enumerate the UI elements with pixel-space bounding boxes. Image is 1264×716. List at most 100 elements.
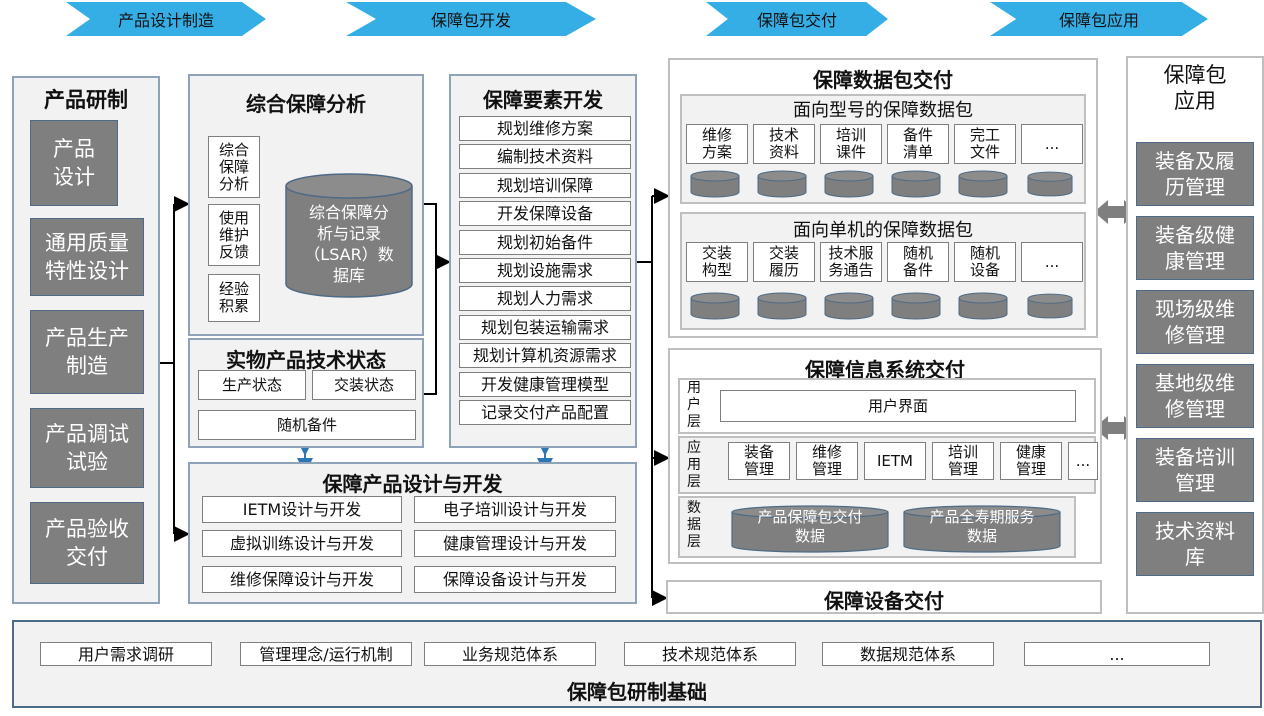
analysis-panel: 综合保障分析 综合 保障 分析 使用 维护 反馈 经验 积累 综合保障分 析与记…	[188, 74, 424, 336]
model-datapkg-title: 面向型号的保障数据包	[793, 100, 973, 121]
stage-chevron-develop: 保障包开发	[346, 2, 596, 36]
application-item: 基地级维 修管理	[1136, 364, 1254, 428]
data-db-label: 产品保障包交付 数据	[757, 508, 863, 545]
data-db-label: 产品全寿期服务 数据	[929, 508, 1035, 545]
element-item: 规划计算机资源需求	[459, 343, 631, 369]
application-item: 技术资料 库	[1136, 512, 1254, 576]
database-icon	[824, 292, 874, 320]
application-item: 装备及履 历管理	[1136, 142, 1254, 206]
equipment-title: 保障设备交付	[824, 589, 944, 613]
database-icon	[891, 170, 941, 198]
element-item: 编制技术资料	[459, 144, 631, 170]
element-item: 规划初始备件	[459, 229, 631, 255]
stage-chevron-design: 产品设计制造	[66, 2, 266, 36]
design-panel: 保障产品设计与开发 IETM设计与开发 电子培训设计与开发 虚拟训练设计与开发 …	[188, 462, 637, 604]
lsar-database-icon	[285, 173, 413, 298]
foundation-item: 管理理念/运行机制	[240, 642, 412, 666]
product-item: 通用质量 特性设计	[30, 218, 144, 296]
database-icon	[891, 292, 941, 320]
application-item: 现场级维 修管理	[1136, 290, 1254, 354]
database-icon	[1027, 171, 1073, 197]
design-item: 保障设备设计与开发	[414, 566, 616, 593]
element-item: 规划维修方案	[459, 116, 631, 141]
foundation-item: ...	[1024, 642, 1210, 666]
app-module: 健康 管理	[1000, 442, 1062, 480]
stage-chevron-apply: 保障包应用	[990, 2, 1208, 36]
app-module: 维修 管理	[796, 442, 858, 480]
design-item: 维修保障设计与开发	[202, 566, 402, 593]
datapkg-item: 备件 清单	[887, 124, 949, 164]
product-item: 产品 设计	[30, 120, 118, 206]
foundation-items: 用户需求调研管理理念/运行机制业务规范体系技术规范体系数据规范体系...	[40, 642, 1240, 668]
database-icon	[757, 170, 807, 198]
datapkg-item: 交装 履历	[753, 242, 815, 282]
unit-datapkg-title: 面向单机的保障数据包	[793, 220, 973, 241]
data-db-icon	[903, 505, 1061, 553]
status-item: 交装状态	[312, 370, 416, 400]
stage-label: 保障包开发	[430, 11, 511, 30]
datapkg-item: 交装 构型	[686, 242, 748, 282]
design-item: 虚拟训练设计与开发	[202, 530, 402, 557]
foundation-title: 保障包研制基础	[567, 680, 707, 704]
element-item: 开发健康管理模型	[459, 371, 631, 397]
foundation-item: 用户需求调研	[40, 642, 212, 666]
stage-label: 保障包应用	[1058, 11, 1139, 30]
analysis-input: 经验 积累	[208, 274, 260, 322]
datapkg-item: 培训 课件	[820, 124, 882, 164]
app-module: ...	[1068, 442, 1098, 480]
datapkg-title: 保障数据包交付	[813, 68, 953, 92]
analysis-title: 综合保障分析	[246, 92, 366, 116]
datapkg-item: 完工 文件	[954, 124, 1016, 164]
status-item: 生产状态	[198, 370, 306, 400]
analysis-input: 使用 维护 反馈	[208, 204, 260, 266]
design-item: 电子培训设计与开发	[414, 496, 616, 523]
status-item: 随机备件	[198, 410, 416, 440]
database-icon	[958, 170, 1008, 198]
element-item: 开发保障设备	[459, 201, 631, 227]
element-item: 规划人力需求	[459, 286, 631, 312]
user-layer-label: 用 户 层	[687, 380, 701, 430]
data-layer: 数 据 层 产品保障包交付 数据 产品全寿期服务 数据	[678, 496, 1076, 558]
application-panel: 保障包 应用 装备及履 历管理装备级健 康管理现场级维 修管理基地级维 修管理装…	[1126, 56, 1264, 614]
application-title: 保障包 应用	[1163, 63, 1227, 113]
element-item: 记录交付产品配置	[459, 400, 631, 425]
app-module: IETM	[864, 442, 926, 480]
product-title: 产品研制	[44, 88, 128, 112]
lsar-database-label: 综合保障分 析与记录 （LSAR）数 据库	[304, 203, 394, 285]
unit-datapkg: 面向单机的保障数据包 交装 构型交装 履历技术服 务通告随机 备件随机 设备..…	[680, 212, 1086, 330]
application-item: 装备级健 康管理	[1136, 216, 1254, 280]
elements-title: 保障要素开发	[483, 88, 603, 112]
design-title: 保障产品设计与开发	[322, 472, 503, 496]
product-panel: 产品研制 产品 设计 通用质量 特性设计 产品生产 制造 产品调试 试验 产品验…	[12, 76, 160, 604]
data-db-icon	[731, 505, 889, 553]
design-item: 健康管理设计与开发	[414, 530, 616, 557]
datapkg-item: 维修 方案	[686, 124, 748, 164]
product-item: 产品验收 交付	[30, 502, 144, 584]
database-icon	[690, 292, 740, 320]
application-item: 装备培训 管理	[1136, 438, 1254, 502]
app-module: 装备 管理	[728, 442, 790, 480]
database-icon	[824, 170, 874, 198]
datapkg-item: 技术 资料	[753, 124, 815, 164]
equipment-panel: 保障设备交付	[666, 580, 1102, 614]
product-item: 产品生产 制造	[30, 310, 144, 394]
model-datapkg: 面向型号的保障数据包 维修 方案技术 资料培训 课件备件 清单完工 文件...	[680, 94, 1086, 204]
foundation-panel: 用户需求调研管理理念/运行机制业务规范体系技术规范体系数据规范体系... 保障包…	[12, 620, 1262, 708]
stage-label: 保障包交付	[756, 11, 837, 30]
foundation-item: 数据规范体系	[822, 642, 994, 666]
datapkg-item: 随机 备件	[887, 242, 949, 282]
database-icon	[757, 292, 807, 320]
database-icon	[958, 292, 1008, 320]
unit-datapkg-items: 交装 构型交装 履历技术服 务通告随机 备件随机 设备...	[686, 242, 1083, 328]
database-icon	[690, 170, 740, 198]
model-datapkg-items: 维修 方案技术 资料培训 课件备件 清单完工 文件...	[686, 124, 1083, 204]
datapkg-item: 随机 设备	[954, 242, 1016, 282]
element-item: 规划设施需求	[459, 258, 631, 283]
datapkg-item: ...	[1021, 242, 1083, 282]
elements-panel: 保障要素开发 规划维修方案编制技术资料规划培训保障开发保障设备规划初始备件规划设…	[449, 74, 637, 448]
datapkg-item: 技术服 务通告	[820, 242, 882, 282]
stage-label: 产品设计制造	[117, 11, 214, 30]
